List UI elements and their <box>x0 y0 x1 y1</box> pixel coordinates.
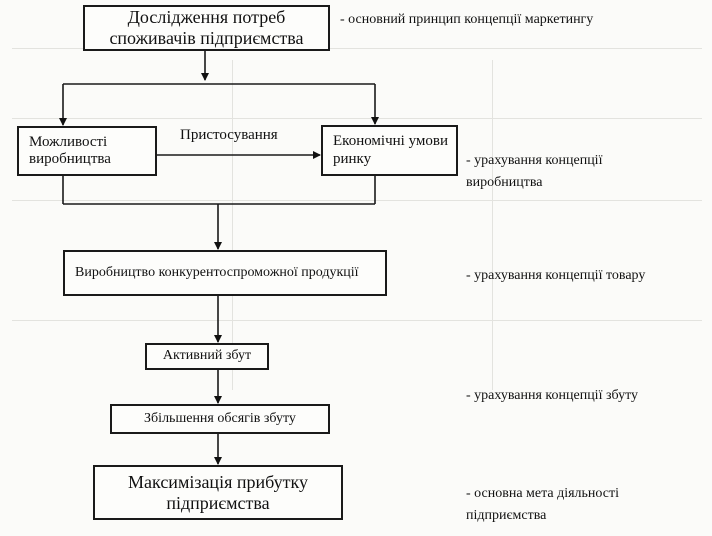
bleed-line <box>492 60 493 390</box>
note-main-goal: - основна мета діяльності підприємства <box>466 483 671 526</box>
box-production-capabilities: Можливості виробництва <box>17 126 157 176</box>
box-profit-maximization: Максимізація прибутку підприємства <box>93 465 343 520</box>
adaptation-label: Пристосування <box>180 125 278 146</box>
box-profit-maximization-label: Максимізація прибутку підприємства <box>128 471 308 513</box>
box-research: Дослідження потреб споживачів підприємст… <box>83 5 330 51</box>
note-production-concept: - урахування концепції виробництва <box>466 150 656 193</box>
bleed-line <box>232 60 233 390</box>
box-sales-growth-label: Збільшення обсягів збуту <box>144 410 296 426</box>
box-active-sales: Активний збут <box>145 343 269 370</box>
note-sales-concept-text: - урахування концепції збуту <box>466 388 639 403</box>
bleed-line <box>12 48 702 49</box>
note-sales-concept: - урахування концепції збуту <box>466 386 638 406</box>
bleed-line <box>12 200 702 201</box>
box-research-label: Дослідження потреб споживачів підприємст… <box>109 7 304 48</box>
box-economic-conditions: Економічні умови ринку <box>321 125 458 176</box>
box-economic-conditions-label: Економічні умови ринку <box>333 133 448 167</box>
note-product-concept: - урахування концепції товару <box>466 266 645 286</box>
box-competitive-production-label: Виробництво конкурентоспроможної продукц… <box>75 264 359 280</box>
note-main-goal-text: - основна мета діяльності підприємства <box>466 486 619 523</box>
bleed-line <box>12 118 702 119</box>
box-production-capabilities-label: Можливості виробництва <box>29 133 111 167</box>
box-active-sales-label: Активний збут <box>162 348 252 364</box>
note-production-concept-text: - урахування концепції виробництва <box>466 153 603 190</box>
note-marketing-principle-text: - основний принцип концепції маркетингу <box>340 12 594 27</box>
box-competitive-production: Виробництво конкурентоспроможної продукц… <box>63 250 387 296</box>
box-sales-growth: Збільшення обсягів збуту <box>110 404 330 434</box>
bleed-line <box>12 320 702 321</box>
adaptation-label-text: Пристосування <box>180 127 278 143</box>
note-marketing-principle: - основний принцип концепції маркетингу <box>340 10 593 30</box>
note-product-concept-text: - урахування концепції товару <box>466 268 646 283</box>
